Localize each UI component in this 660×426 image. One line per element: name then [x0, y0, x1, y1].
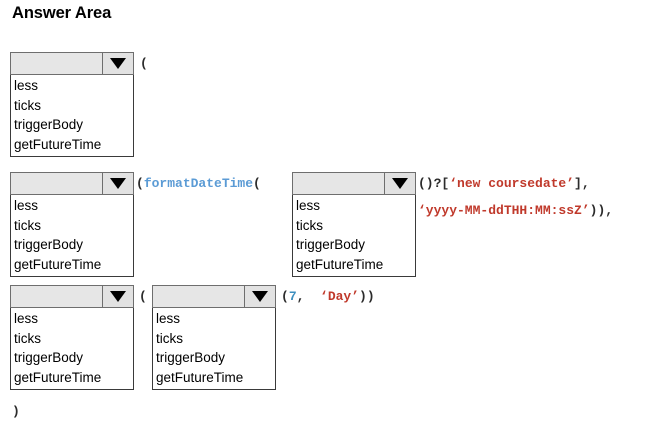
dropdown-2-option-list[interactable]: less ticks triggerBody getFutureTime [10, 195, 134, 277]
dropdown-2-option-ticks[interactable]: ticks [14, 217, 41, 233]
dropdown-5-header[interactable] [152, 285, 276, 308]
code-string-day: ‘Day’ [320, 289, 360, 304]
code-row3-args: (7, ‘Day’)) [281, 289, 375, 305]
dropdown-5-value[interactable] [153, 286, 244, 307]
dropdown-2-toggle-button[interactable] [102, 173, 133, 194]
dropdown-5-option-list[interactable]: less ticks triggerBody getFutureTime [152, 308, 276, 390]
dropdown-1-value[interactable] [11, 53, 102, 74]
dropdown-3[interactable]: less ticks triggerBody getFutureTime [292, 172, 416, 277]
dropdown-1-toggle-button[interactable] [102, 53, 133, 74]
code-comma: , [296, 289, 321, 304]
chevron-down-icon [110, 178, 126, 189]
dropdown-5-option-ticks[interactable]: ticks [156, 330, 183, 346]
dropdown-4-toggle-button[interactable] [102, 286, 133, 307]
dropdown-5-option-triggerbody[interactable]: triggerBody [156, 350, 226, 365]
code-string-coursedate: ‘new coursedate’ [449, 176, 575, 191]
dropdown-3-option-list[interactable]: less ticks triggerBody getFutureTime [292, 195, 416, 277]
dropdown-2-option-triggerbody[interactable]: triggerBody [14, 237, 84, 252]
dropdown-4-option-list[interactable]: less ticks triggerBody getFutureTime [10, 308, 134, 390]
code-row1-open-paren: ( [140, 56, 148, 72]
dropdown-2-value[interactable] [11, 173, 102, 194]
chevron-down-icon [252, 291, 268, 302]
dropdown-1-option-ticks[interactable]: ticks [14, 97, 41, 113]
dropdown-2-option-less[interactable]: less [14, 198, 39, 213]
code-row2-line1: ()?[‘new coursedate’], [418, 176, 590, 192]
code-function-name: formatDateTime [143, 176, 254, 191]
dropdown-1-option-list[interactable]: less ticks triggerBody getFutureTime [10, 75, 134, 157]
chevron-down-icon [392, 178, 408, 189]
code-text: ( [139, 289, 147, 304]
dropdown-3-toggle-button[interactable] [384, 173, 415, 194]
page-title: Answer Area [12, 4, 112, 22]
dropdown-5-toggle-button[interactable] [244, 286, 275, 307]
dropdown-1-option-less[interactable]: less [14, 78, 39, 93]
dropdown-3-option-less[interactable]: less [296, 198, 321, 213]
dropdown-4-option-getfuturetime[interactable]: getFutureTime [14, 369, 102, 385]
chevron-down-icon [110, 291, 126, 302]
dropdown-1[interactable]: less ticks triggerBody getFutureTime [10, 52, 134, 157]
dropdown-2-option-getfuturetime[interactable]: getFutureTime [14, 256, 102, 272]
dropdown-3-option-ticks[interactable]: ticks [296, 217, 323, 233]
dropdown-2[interactable]: less ticks triggerBody getFutureTime [10, 172, 134, 277]
dropdown-4-value[interactable] [11, 286, 102, 307]
dropdown-4-option-ticks[interactable]: ticks [14, 330, 41, 346]
dropdown-3-header[interactable] [292, 172, 416, 195]
code-punctuation: )), [589, 203, 614, 218]
dropdown-1-option-triggerbody[interactable]: triggerBody [14, 117, 84, 132]
dropdown-1-header[interactable] [10, 52, 134, 75]
dropdown-2-header[interactable] [10, 172, 134, 195]
code-row3-open-paren: ( [139, 289, 147, 305]
dropdown-1-option-getfuturetime[interactable]: getFutureTime [14, 136, 102, 152]
code-final-closing-paren: ) [12, 404, 20, 420]
code-number-7: 7 [288, 289, 297, 304]
code-open-paren: ( [136, 176, 144, 191]
code-text: ( [140, 56, 148, 71]
dropdown-5[interactable]: less ticks triggerBody getFutureTime [152, 285, 276, 390]
code-punctuation: ], [574, 176, 590, 191]
code-text: ) [12, 404, 20, 419]
dropdown-5-option-getfuturetime[interactable]: getFutureTime [156, 369, 244, 385]
dropdown-4-option-less[interactable]: less [14, 311, 39, 326]
dropdown-3-value[interactable] [293, 173, 384, 194]
dropdown-4-option-triggerbody[interactable]: triggerBody [14, 350, 84, 365]
dropdown-3-option-getfuturetime[interactable]: getFutureTime [296, 256, 384, 272]
code-close-parens: )) [359, 289, 375, 304]
code-row2-formatdatetime: (formatDateTime( [136, 176, 261, 192]
code-string-format: ‘yyyy-MM-ddTHH:MM:ssZ’ [418, 203, 590, 218]
code-punctuation: ()?[ [418, 176, 450, 191]
chevron-down-icon [110, 58, 126, 69]
code-row2-line2: ‘yyyy-MM-ddTHH:MM:ssZ’)), [418, 203, 613, 219]
dropdown-5-option-less[interactable]: less [156, 311, 181, 326]
code-function-open-paren: ( [253, 176, 261, 191]
dropdown-4-header[interactable] [10, 285, 134, 308]
code-open-paren: ( [281, 289, 289, 304]
dropdown-4[interactable]: less ticks triggerBody getFutureTime [10, 285, 134, 390]
dropdown-3-option-triggerbody[interactable]: triggerBody [296, 237, 366, 252]
